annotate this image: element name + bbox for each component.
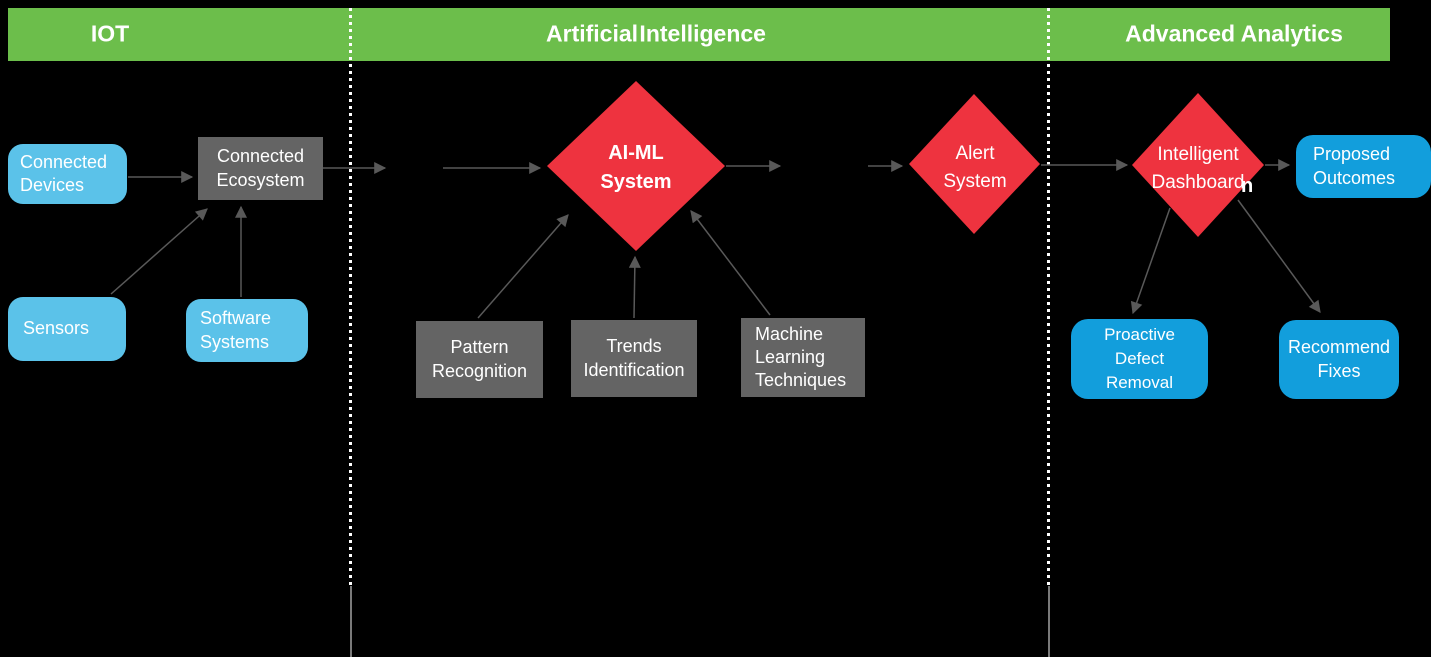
node-proposed-outcomes[interactable]: Proposed Outcomes xyxy=(1296,135,1431,198)
section-divider-left xyxy=(349,8,352,586)
node-proactive-defect-removal[interactable]: Proactive Defect Removal xyxy=(1071,319,1208,399)
section-divider-right-tail xyxy=(1048,586,1050,657)
node-pattern-recognition[interactable]: Pattern Recognition xyxy=(416,321,543,398)
node-recommend-fixes[interactable]: Recommend Fixes xyxy=(1279,320,1399,399)
arrow-sensors-to-ecosystem xyxy=(110,208,208,295)
section-divider-left-tail xyxy=(350,586,352,657)
stray-text-fragment: n xyxy=(1241,175,1254,197)
node-connected-ecosystem[interactable]: Connected Ecosystem xyxy=(198,137,323,200)
node-connected-devices[interactable]: Connected Devices xyxy=(8,144,127,204)
intelligent-dashboard-diamond[interactable] xyxy=(1132,93,1264,237)
section-title-iot: IOT xyxy=(90,20,130,47)
ai-ml-system-diamond[interactable] xyxy=(547,81,725,251)
arrow-trends-to-ai-ml xyxy=(628,255,641,319)
ai-ml-system-label: AI-ML System xyxy=(600,142,672,193)
section-title-artificial-intelligence: Artificial Intelligence xyxy=(546,20,766,47)
node-trends-identification[interactable]: Trends Identification xyxy=(571,320,697,397)
node-sensors[interactable]: Sensors xyxy=(8,297,126,361)
section-divider-right xyxy=(1047,8,1050,586)
alert-system-label: Alert System xyxy=(943,143,1007,192)
arrow-ml-techniques-to-ai-ml xyxy=(690,210,771,316)
arrow-pattern-to-ai-ml xyxy=(477,214,569,319)
node-software-systems[interactable]: Software Systems xyxy=(186,299,308,362)
alert-system-diamond[interactable] xyxy=(909,94,1040,234)
intelligent-dashboard-label: Intelligent Dashboard xyxy=(1151,144,1245,193)
arrow-dashboard-to-recommend-fixes xyxy=(1237,199,1321,313)
section-title-advanced-analytics: Advanced Analytics xyxy=(1125,20,1343,47)
header-bar xyxy=(8,8,1390,61)
node-machine-learning-techniques[interactable]: Machine Learning Techniques xyxy=(741,318,865,397)
arrow-dashboard-to-defect-removal xyxy=(1130,207,1171,315)
